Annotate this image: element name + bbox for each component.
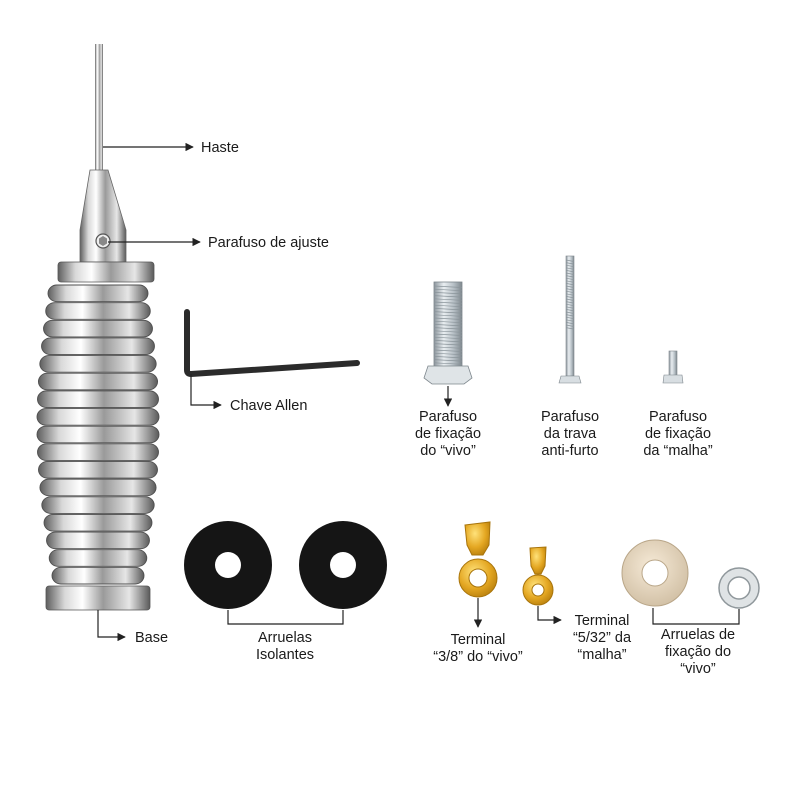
antenna-assembly	[37, 44, 159, 610]
screw-trava	[559, 256, 581, 383]
spring-coil	[52, 567, 144, 584]
spring-coil	[38, 373, 157, 390]
antenna-top-collar	[58, 262, 154, 282]
spring-coil	[42, 338, 155, 355]
spring-coil	[38, 461, 157, 478]
spring-coil	[40, 479, 156, 496]
label-arruelas-vivo: Arruelas de fixação do “vivo”	[650, 627, 746, 678]
label-haste: Haste	[201, 140, 239, 157]
insulating-washers	[184, 521, 387, 609]
label-terminal-38: Terminal “3/8” do “vivo”	[418, 632, 538, 666]
spring-coil	[44, 514, 152, 531]
label-parafuso-malha: Parafuso de fixação da “malha”	[633, 409, 723, 460]
allen-key	[187, 312, 357, 374]
label-arruelas-isolantes: Arruelas Isolantes	[245, 630, 325, 664]
antenna-rod	[95, 44, 103, 174]
label-parafuso-vivo: Parafuso de fixação do “vivo”	[408, 409, 488, 460]
fixing-washers	[622, 540, 759, 608]
screw-vivo	[424, 282, 472, 384]
spring-coil	[40, 356, 156, 373]
label-terminal-532: Terminal “5/32” da “malha”	[562, 613, 642, 664]
spring-coil	[37, 391, 158, 408]
spring-coil	[37, 444, 158, 461]
spring-coil	[37, 426, 159, 443]
label-base: Base	[135, 630, 168, 647]
label-chave-allen: Chave Allen	[230, 398, 307, 415]
spring-coil	[49, 550, 147, 567]
spring-coil	[46, 303, 151, 320]
label-parafuso-trava: Parafuso da trava anti-furto	[530, 409, 610, 460]
spring-coil	[44, 320, 153, 337]
spring-coil	[48, 285, 148, 302]
terminal-532	[523, 547, 553, 605]
spring-coil	[42, 497, 154, 514]
label-parafuso-ajuste: Parafuso de ajuste	[208, 235, 329, 252]
spring-coil	[37, 409, 159, 426]
spring-coil	[47, 532, 150, 549]
antenna-bottom-collar	[46, 586, 150, 610]
screw-malha	[663, 351, 683, 383]
terminal-38	[459, 522, 497, 597]
antenna-spring	[37, 285, 159, 584]
